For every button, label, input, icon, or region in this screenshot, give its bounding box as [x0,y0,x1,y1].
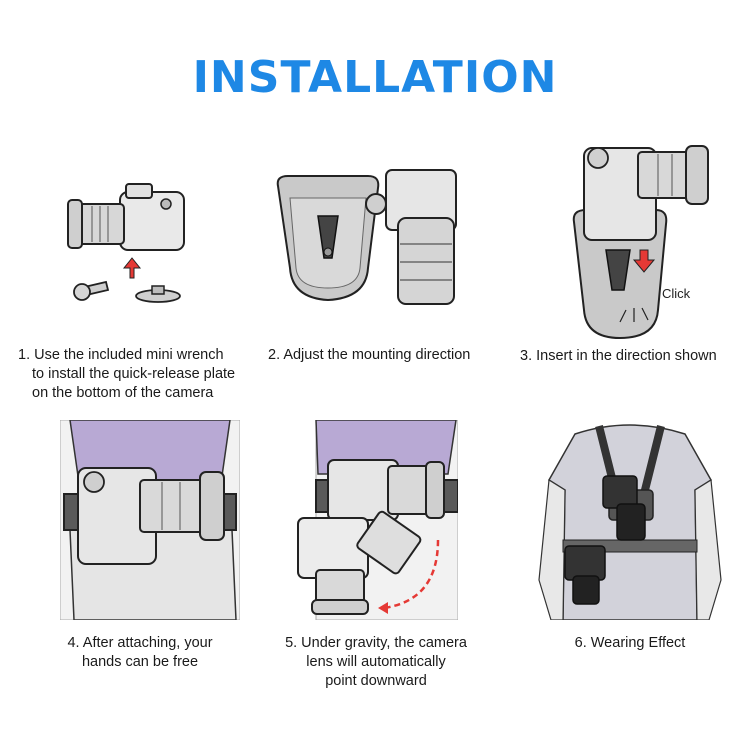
step-1-illustration [62,180,202,320]
step-2-caption: 2. Adjust the mounting direction [268,346,470,365]
camera-with-quick-release-plate-icon [67,183,185,303]
step-6-illustration [535,420,725,620]
click-label: Click [662,286,691,301]
step-2-caption-line: 2. Adjust the mounting direction [268,347,471,363]
step-5-caption: 5. Under gravity, the camera lens will a… [266,634,486,691]
step-3-caption: 3. Insert in the direction shown [520,347,717,366]
step-1-caption-line: 1. Use the included mini wrench [18,347,224,363]
step-4-caption-line: hands can be free [81,654,199,670]
step-5-caption-line: 5. Under gravity, the camera [285,635,467,651]
step-4-caption-line: 4. After attaching, your [67,635,213,651]
step-1-caption: 1. Use the included mini wrench to insta… [18,346,235,403]
camera-on-belt-icon [60,420,240,620]
step-3-illustration [568,140,718,340]
step-5-caption-line: point downward [325,673,427,689]
step-5-caption-line: lens will automatically [306,654,446,670]
page-title: INSTALLATION [192,52,558,103]
camera-rotating-down-icon [297,420,458,620]
step-2-illustration [268,158,488,318]
step-1-caption-line: on the bottom of the camera [32,385,214,401]
step-6-caption-line: 6. Wearing Effect [574,635,686,651]
step-3-caption-line: 3. Insert in the direction shown [520,348,717,364]
camera-inserted-into-mount-icon [572,145,709,340]
step-6-caption: 6. Wearing Effect [530,634,730,653]
step-5-illustration [288,420,458,620]
person-wearing-harness-icon [538,424,722,620]
step-1-caption-line: to install the quick-release plate [32,366,236,382]
step-4-illustration [60,420,240,620]
step-4-caption: 4. After attaching, your hands can be fr… [40,634,240,672]
mount-plate-and-camera-icon [276,169,457,305]
